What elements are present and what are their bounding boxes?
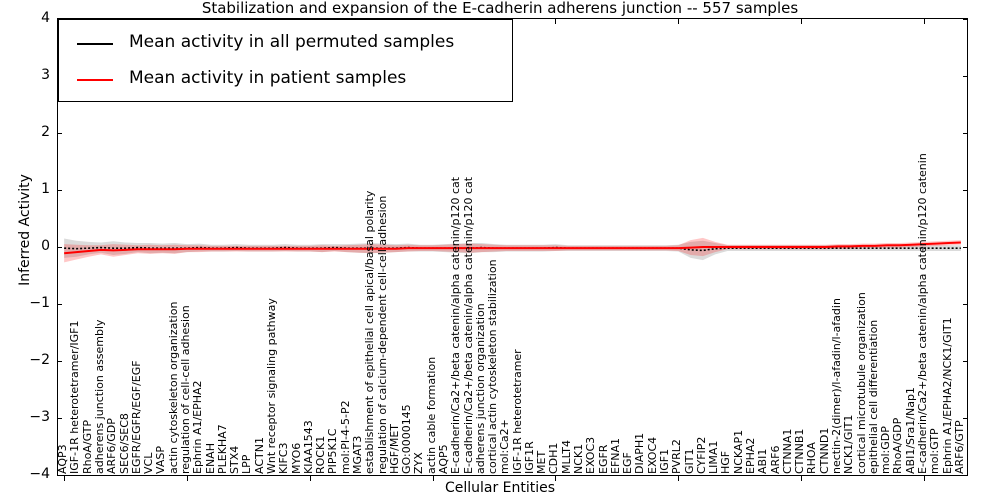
x-tick-mark <box>64 476 65 481</box>
y-tick-mark <box>57 418 62 419</box>
y-tick-label: 0 <box>41 238 50 254</box>
y-tick-mark <box>57 190 62 191</box>
legend-label-permuted: Mean activity in all permuted samples <box>129 32 455 52</box>
x-tick-mark <box>924 476 925 481</box>
chart-title: Stabilization and expansion of the E-cad… <box>201 0 799 17</box>
y-tick-label: 1 <box>41 181 50 197</box>
y-tick-mark <box>57 361 62 362</box>
x-tick-mark <box>187 476 188 481</box>
x-tick-mark-top <box>678 19 679 24</box>
x-tick-mark <box>310 476 311 481</box>
plot-canvas <box>64 237 961 263</box>
y-tick-mark-right <box>963 418 968 419</box>
y-tick-mark <box>57 133 62 134</box>
legend-line-swatch-permuted <box>77 43 113 45</box>
y-tick-label: −1 <box>29 295 50 311</box>
x-tick-mark <box>433 476 434 481</box>
x-axis-label: Cellular Entities <box>444 480 556 496</box>
y-tick-mark <box>57 304 62 305</box>
y-tick-label: −3 <box>29 409 50 425</box>
legend-label-patient: Mean activity in patient samples <box>129 68 407 88</box>
y-tick-mark-right <box>963 247 968 248</box>
chart-legend[interactable]: Mean activity in all permuted samples Me… <box>58 19 513 102</box>
confidence-band-permuted <box>64 238 961 261</box>
plot-area <box>57 18 968 476</box>
y-tick-label: 4 <box>41 10 50 26</box>
confidence-band-patient <box>64 237 961 263</box>
y-tick-mark-right <box>963 361 968 362</box>
legend-line-swatch-patient <box>77 79 113 81</box>
x-tick-mark-top <box>801 19 802 24</box>
legend-entry-permuted[interactable]: Mean activity in all permuted samples <box>59 26 512 62</box>
y-tick-label: −4 <box>29 466 50 482</box>
y-tick-label: 3 <box>41 67 50 83</box>
x-tick-mark <box>678 476 679 481</box>
x-tick-mark <box>555 476 556 481</box>
y-tick-mark-right <box>963 304 968 305</box>
line-patient-samples <box>64 241 961 255</box>
y-tick-mark-right <box>963 76 968 77</box>
y-tick-label: 2 <box>41 124 50 140</box>
y-tick-mark-right <box>963 190 968 191</box>
x-tick-mark <box>801 476 802 481</box>
y-tick-mark <box>57 247 62 248</box>
x-tick-mark-top <box>924 19 925 24</box>
y-tick-label: −2 <box>29 352 50 368</box>
y-tick-mark-right <box>963 19 968 20</box>
legend-entry-patient[interactable]: Mean activity in patient samples <box>59 62 512 98</box>
y-tick-mark-right <box>963 133 968 134</box>
x-tick-mark-top <box>555 19 556 24</box>
